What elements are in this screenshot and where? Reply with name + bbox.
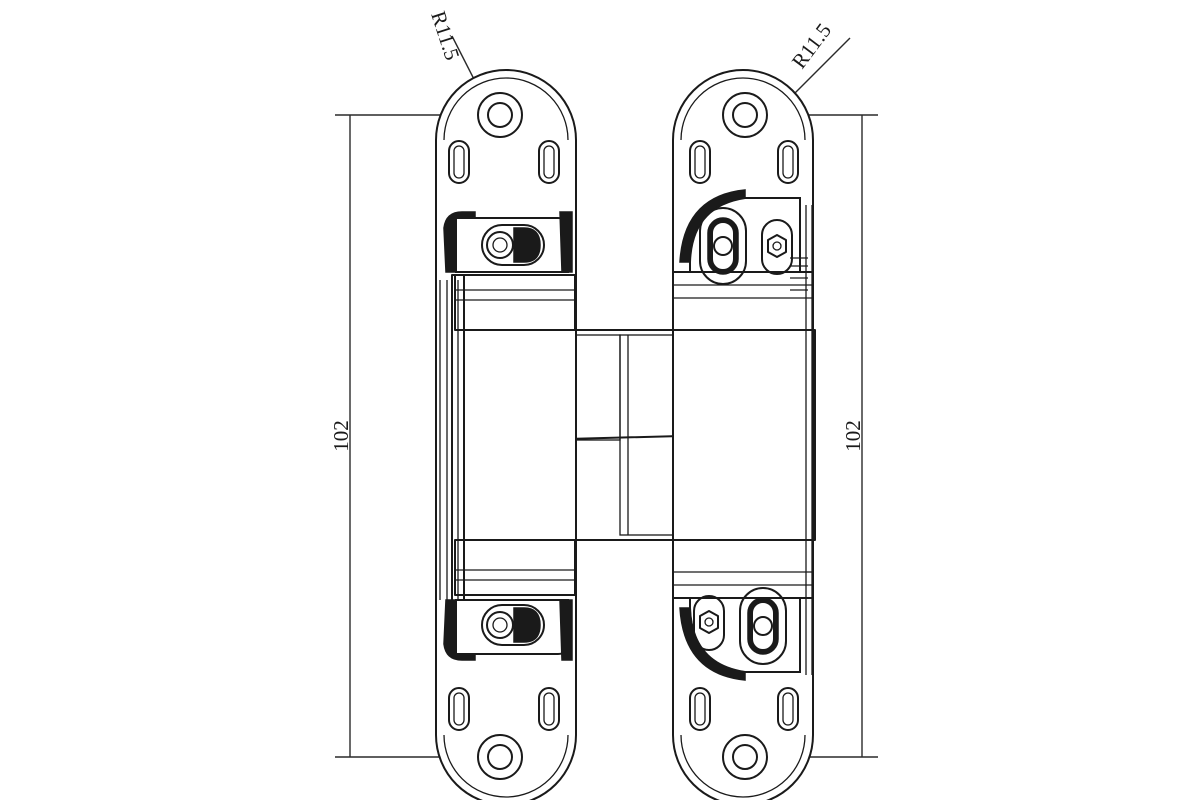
right-top-screw-hole-outer: [722, 92, 768, 138]
right-bottom-holes: [689, 587, 799, 780]
left-bottom-slot-left: [448, 687, 470, 731]
left-top-holes: [448, 92, 560, 266]
left-bottom-holes: [448, 604, 560, 780]
right-top-slot-right: [777, 140, 799, 184]
right-top-holes: [689, 92, 799, 285]
dimension-label-left: 102: [329, 420, 353, 452]
left-top-slot-right: [538, 140, 560, 184]
right-bottom-screw-hole-outer: [722, 734, 768, 780]
right-bottom-slot-left: [689, 687, 711, 731]
left-bottom-adjuster: [481, 604, 545, 646]
right-bottom-screw-hole-inner: [732, 744, 758, 770]
left-top-slot-left: [448, 140, 470, 184]
radius-label-left: R11.5: [426, 8, 464, 63]
left-top-adjuster: [481, 224, 545, 266]
left-bottom-screw-hole-inner: [487, 744, 513, 770]
left-top-screw-hole-inner: [487, 102, 513, 128]
right-bottom-adjuster-hex: [693, 595, 725, 651]
right-top-adjuster-hex: [761, 219, 793, 275]
right-bottom-adjuster-vertical: [739, 587, 787, 665]
dimension-label-right: 102: [841, 420, 865, 452]
radius-label-right: R11.5: [787, 19, 836, 73]
left-top-screw-hole-outer: [477, 92, 523, 138]
right-top-slot-left: [689, 140, 711, 184]
right-top-screw-hole-inner: [732, 102, 758, 128]
left-bottom-slot-right: [538, 687, 560, 731]
left-bottom-screw-hole-outer: [477, 734, 523, 780]
right-bottom-slot-right: [777, 687, 799, 731]
right-top-adjuster-vertical: [699, 207, 747, 285]
